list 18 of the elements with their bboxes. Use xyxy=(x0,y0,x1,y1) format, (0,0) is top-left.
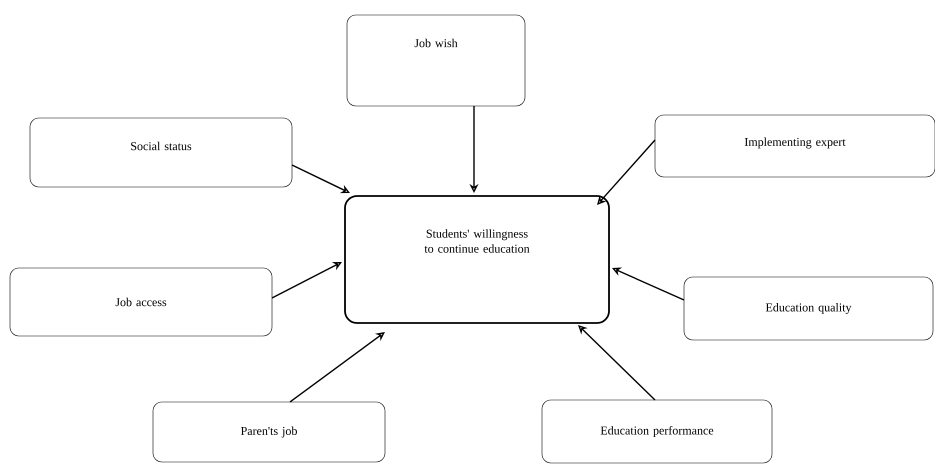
factor-box xyxy=(152,402,386,462)
arrow xyxy=(597,140,656,205)
factor-box xyxy=(346,14,526,106)
factor-box xyxy=(542,400,772,464)
node-label: Education performance xyxy=(600,426,714,437)
factor-box xyxy=(684,276,934,340)
central-box xyxy=(344,195,610,324)
node-label: Job wish xyxy=(414,38,458,48)
node-label: Paren'ts job xyxy=(240,426,297,438)
factor-box xyxy=(30,118,292,188)
node-label: Job access xyxy=(116,298,166,306)
factor-box xyxy=(654,114,935,178)
node-label: Students' willingness to continue education xyxy=(424,229,530,253)
node-label: Education quality xyxy=(766,303,852,314)
node-label: Implementing expert xyxy=(744,138,846,148)
factor-box xyxy=(10,268,272,336)
node-label: Social status xyxy=(131,142,192,150)
arrow xyxy=(578,325,656,400)
